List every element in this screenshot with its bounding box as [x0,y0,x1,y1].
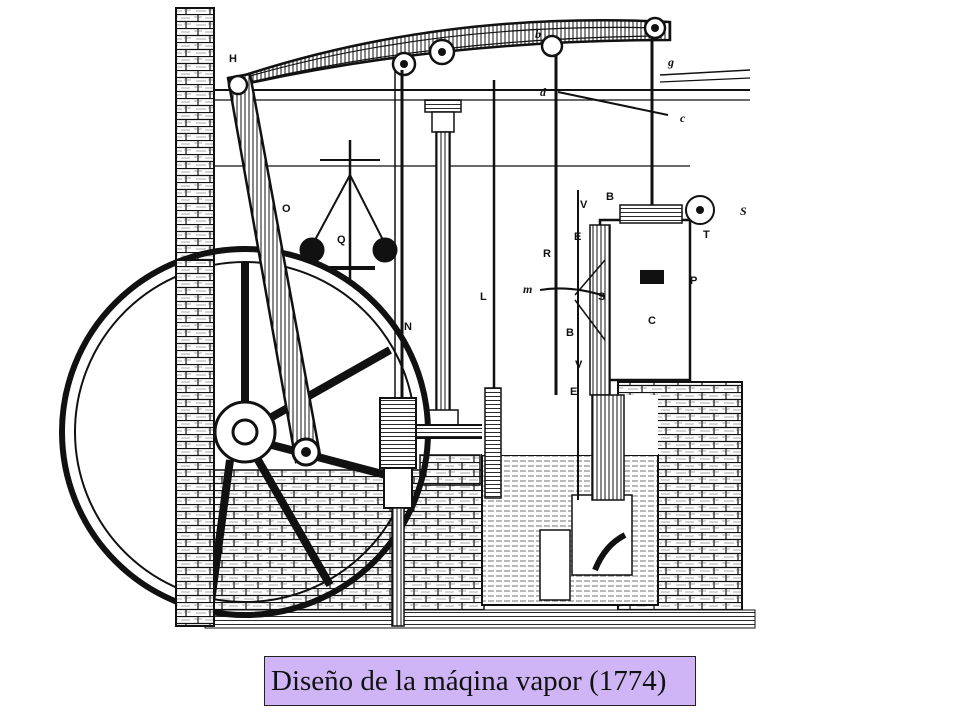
steam-cylinder [589,195,715,501]
label-N: N [404,321,412,333]
flywheel [59,246,431,618]
diagram-labels: H b g d c O Q N L R B V E S T P m S B C … [229,27,747,398]
label-V-bottom: V [575,359,583,371]
label-S-right: S [740,204,747,218]
label-B-top: B [606,191,614,203]
label-d: d [540,85,547,99]
label-O: O [282,203,291,215]
caption-box: Diseño de la máqina vapor (1774) [264,656,696,706]
label-L: L [480,291,487,303]
label-m: m [523,282,532,296]
valve-gear [539,190,606,500]
label-R: R [543,248,551,260]
label-E-bottom: E [570,386,577,398]
label-B-mid: B [566,327,574,339]
label-T: T [703,229,710,241]
label-C: C [648,315,656,327]
label-g: g [667,55,674,69]
label-E-top: E [574,231,581,243]
label-b: b [535,27,541,41]
centrifugal-governor [299,140,398,280]
label-S-mid: S [598,291,605,303]
label-P: P [690,275,697,287]
top-rails [214,69,751,167]
condenser-tank [481,387,659,606]
connecting-rod [226,72,322,467]
walking-beam [234,16,672,88]
label-Q: Q [337,234,346,246]
label-V-top: V [580,199,588,211]
caption-text: Diseño de la máqina vapor (1774) [271,665,667,697]
label-c: c [680,111,686,125]
central-pillar [424,99,462,431]
label-H: H [229,53,237,65]
